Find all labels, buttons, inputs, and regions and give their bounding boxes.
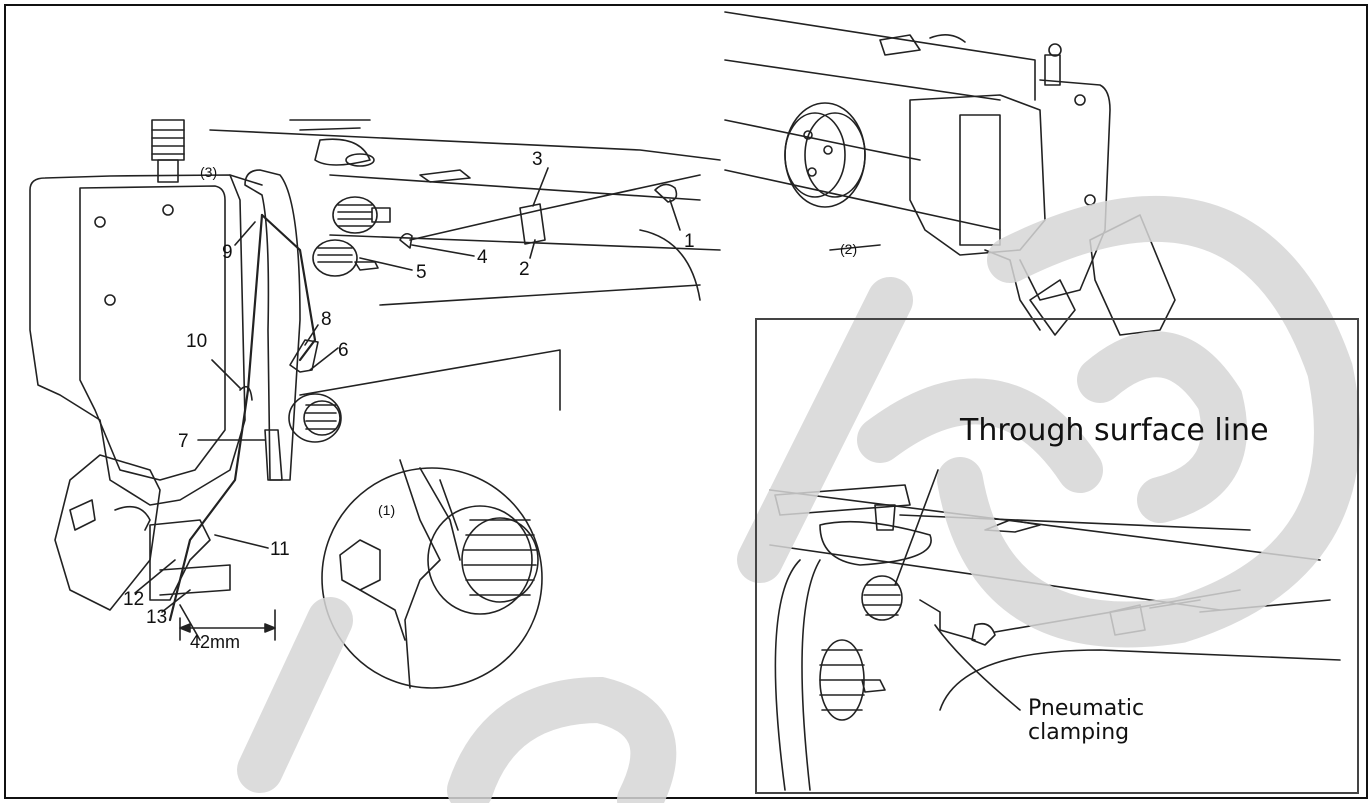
callout-8: 8 — [321, 309, 332, 330]
callout-6: 6 — [338, 340, 349, 361]
head-casing — [29, 174, 246, 506]
arm-top-edge — [209, 129, 721, 161]
through-surface-line-label: Through surface line — [960, 413, 1269, 448]
pneumatic-clamping-label: Pneumatic clamping — [1028, 696, 1145, 746]
tension-assembly-upper — [312, 196, 391, 277]
thread-guide-bar — [244, 169, 301, 481]
top-bobbin-winder — [289, 119, 371, 166]
callout-4: 4 — [477, 247, 488, 268]
presser-foot — [149, 519, 211, 601]
thread-pin-right — [654, 183, 678, 203]
callout-paren-1: (1) — [378, 502, 396, 518]
arm-rear-edge — [639, 229, 701, 301]
arm-base-line — [379, 284, 701, 306]
screw-2 — [162, 204, 174, 216]
thread-path — [168, 213, 264, 622]
callout-11: 11 — [270, 539, 290, 560]
callout-2: 2 — [519, 259, 530, 280]
callout-10: 10 — [186, 331, 208, 352]
screw-1 — [94, 216, 106, 228]
screw-3 — [104, 294, 116, 306]
detail-circle — [321, 467, 543, 689]
callout-paren-3: (3) — [200, 164, 218, 180]
arm-top-edge-2 — [329, 174, 701, 201]
callout-5: 5 — [416, 262, 427, 283]
machine-top-edge — [724, 11, 1036, 101]
head-right — [909, 94, 1046, 256]
arm-base-line-2 — [299, 349, 561, 411]
callout-1: 1 — [684, 231, 695, 252]
eye-guard — [1089, 214, 1176, 336]
callout-paren-2: (2) — [840, 241, 858, 257]
head-face-plate — [79, 185, 226, 481]
clamping-text: clamping — [1028, 720, 1130, 746]
dimension-label: 42mm — [190, 632, 241, 652]
detail-inset — [755, 318, 1359, 794]
front-plate — [54, 454, 161, 611]
callout-7: 7 — [178, 431, 189, 452]
pneumatic-text: Pneumatic — [1028, 696, 1145, 721]
callout-12: 12 — [123, 589, 145, 610]
tension-assembly-lower — [288, 339, 342, 443]
callout-9: 9 — [222, 242, 233, 263]
callout-13: 13 — [146, 607, 168, 628]
callout-3: 3 — [532, 149, 543, 170]
detail-tension-closeup — [339, 459, 539, 689]
